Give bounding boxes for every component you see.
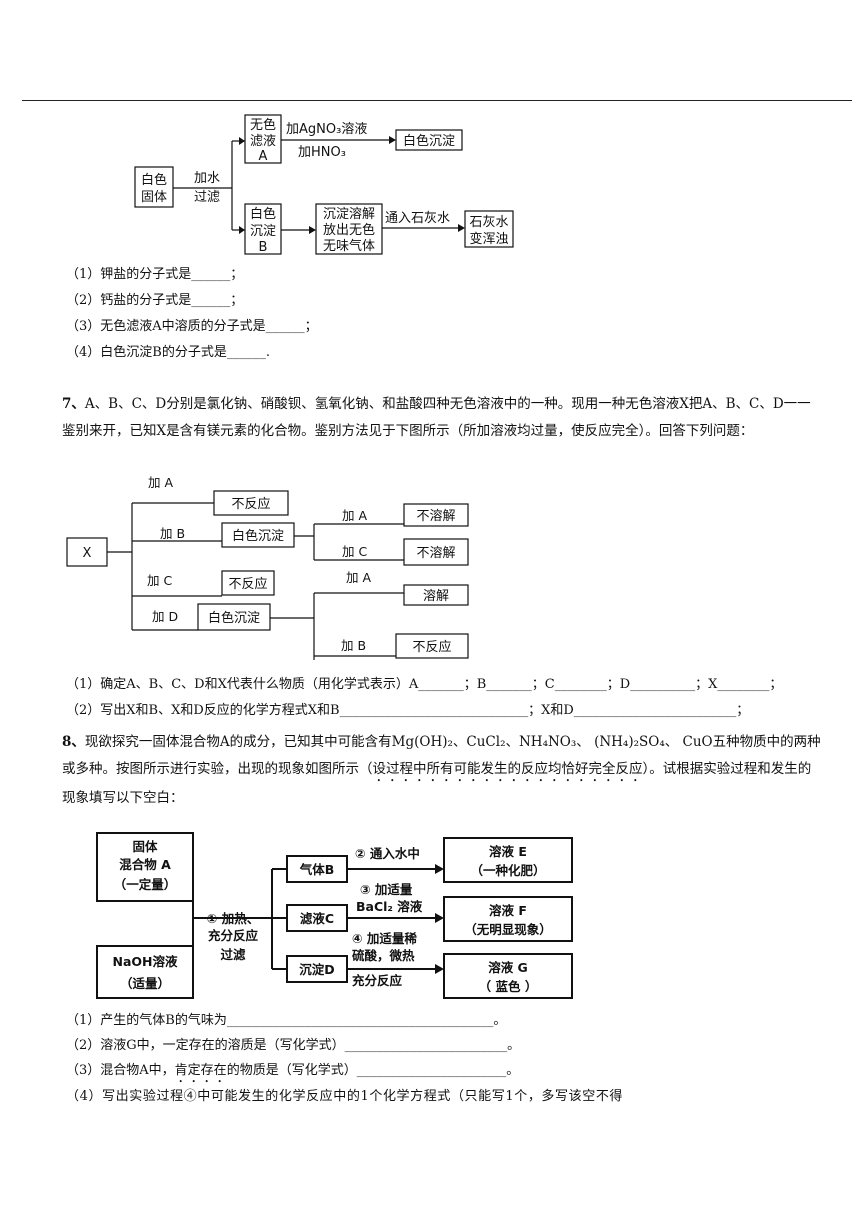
no-reaction-box-c	[221, 570, 275, 596]
white-solid-box	[134, 166, 174, 208]
precipitate-b-line3: B	[259, 240, 268, 255]
precipitate-b-line2: 沉淀	[250, 224, 276, 239]
q7-add-c-label: 加 C	[147, 573, 172, 588]
q7-add-b-label: 加 B	[160, 526, 185, 541]
q7-no-reaction-c: 不反应	[228, 576, 267, 592]
q7-item-2: （2）写出X和B、X和D反应的化学方程式X和B_________________…	[66, 703, 750, 718]
dissolve-line1: 沉淀溶解	[323, 207, 375, 222]
q7-number: 7、	[62, 396, 85, 412]
filtrate-c-label: 滤液C	[300, 911, 334, 926]
naoh-box-line2: （适量）	[120, 976, 170, 991]
white-solid-line1: 白色	[141, 172, 167, 188]
dissolves-box	[403, 584, 469, 606]
q8-item-1: （1）产生的气体B的气味为___________________________…	[66, 1013, 507, 1028]
insoluble-box-2	[403, 538, 469, 566]
q7-add-c-label-2: 加 C	[342, 544, 367, 559]
insoluble-box-1	[403, 503, 469, 527]
filtrate-a-line2: 滤液	[250, 134, 276, 149]
q8-item-2: （2）溶液G中，一定存在的溶质是（写化学式）__________________…	[66, 1038, 521, 1053]
q7-insoluble-2: 不溶解	[416, 546, 455, 561]
step1-line2: 充分反应	[208, 928, 259, 943]
q8-item-3-part1: （3）混合物A中，	[66, 1063, 175, 1078]
limewater-line1: 石灰水	[469, 215, 508, 230]
solution-g-line2: （ 蓝色 ）	[479, 979, 538, 994]
q7-stem-text: A、B、C、D分别是氯化钠、硝酸钡、氢氧化钠、和盐酸四种无色溶液中的一种。现用一…	[62, 396, 811, 439]
q7-add-b-label-2: 加 B	[341, 638, 366, 653]
q7-item-1: （1）确定A、B、C、D和X代表什么物质（用化学式表示）A_______；B__…	[66, 677, 783, 692]
pass-limewater-label: 通入石灰水	[385, 211, 450, 226]
solid-box-line2: 混合物 A	[119, 857, 171, 872]
step1-line1: ① 加热、	[207, 911, 259, 926]
step3-line2: BaCl₂ 溶液	[356, 899, 423, 914]
white-solid-line2: 固体	[141, 190, 167, 205]
dissolve-line3: 无味气体	[323, 238, 375, 254]
solution-f-box	[443, 896, 573, 942]
filtrate-a-box	[244, 114, 282, 164]
q7-dissolves: 溶解	[423, 589, 449, 604]
q7-white-precipitate-d: 白色沉淀	[208, 610, 260, 626]
step4-line1: ④ 加适量稀	[352, 931, 417, 946]
step4-line2: 硫酸，微热	[352, 948, 415, 963]
step4-line3: 充分反应	[352, 973, 403, 988]
naoh-box-line1: NaOH溶液	[113, 954, 178, 969]
solution-e-line2: （一种化肥）	[470, 863, 545, 878]
filter-label: 过滤	[194, 190, 220, 205]
no-reaction-box-2	[395, 633, 469, 659]
q8-item-3-part2: 的物质是（写化学式）_______________________。	[226, 1063, 520, 1078]
q8-item-3: （3）混合物A中，肯定存在的物质是（写化学式）_________________…	[66, 1062, 519, 1086]
q7-insoluble-1: 不溶解	[416, 509, 455, 524]
dissolve-box	[315, 203, 383, 255]
q6-item-3: （3）无色滤液A中溶质的分子式是______；	[66, 319, 318, 334]
reagent-top-label: 加AgNO₃溶液	[286, 122, 367, 137]
top-rule	[22, 100, 852, 101]
step2-label: ② 通入水中	[355, 846, 420, 861]
q7-stem: 7、A、B、C、D分别是氯化钠、硝酸钡、氢氧化钠、和盐酸四种无色溶液中的一种。现…	[62, 391, 822, 445]
q7-add-d-label: 加 D	[152, 609, 178, 624]
filtrate-a-line1: 无色	[250, 117, 276, 133]
q8-item-4: （4）写出实验过程④中可能发生的化学反应中的1个化学方程式（只能写1个，多写该空…	[66, 1089, 624, 1104]
precipitate-b-box	[244, 203, 282, 255]
q8-stem-text-2: ）。试根据实验过程和发生的现象填写以下空白：	[62, 761, 812, 806]
q6-item-1: （1）钾盐的分子式是______；	[66, 267, 244, 282]
filtrate-a-line3: A	[259, 149, 268, 164]
white-precipitate-box-b	[221, 522, 295, 548]
q6-item-2: （2）钙盐的分子式是______；	[66, 293, 244, 308]
white-precipitate-result-label: 白色沉淀	[403, 133, 455, 149]
solution-e-box	[443, 837, 573, 883]
solid-box-line1: 固体	[132, 839, 158, 854]
q8-stem-text-1: 现欲探究一固体混合物A的成分，已知其中可能含有Mg(OH)₂、CuCl₂、NH₄…	[62, 734, 821, 777]
precip-d-label: 沉淀D	[299, 962, 334, 977]
step1-line3: 过滤	[220, 947, 246, 962]
gas-b-label: 气体B	[299, 862, 335, 877]
q7-x-label: X	[83, 546, 92, 561]
q8-stem-emphasis: 设过程中所有可能发生的反应均恰好完全反应	[372, 761, 643, 777]
solution-f-line2: （无明显现象）	[464, 922, 552, 937]
limewater-line2: 变浑浊	[469, 231, 508, 247]
q7-add-a-label-1: 加 A	[148, 475, 173, 490]
q7-add-a-label-2: 加 A	[342, 508, 367, 523]
q8-number: 8、	[62, 734, 85, 750]
q7-add-a-label-3: 加 A	[346, 570, 371, 585]
solution-e-line1: 溶液 E	[489, 844, 527, 859]
solution-g-line1: 溶液 G	[488, 960, 528, 975]
q6-item-4: （4）白色沉淀B的分子式是______.	[66, 345, 270, 360]
solution-g-box	[443, 953, 573, 999]
q7-no-reaction-a: 不反应	[231, 496, 270, 512]
q8-item-3-emphasis: 肯定存在	[174, 1063, 227, 1078]
q7-white-precipitate-b: 白色沉淀	[232, 528, 284, 544]
q8-stem: 8、现欲探究一固体混合物A的成分，已知其中可能含有Mg(OH)₂、CuCl₂、N…	[62, 729, 822, 812]
precipitate-b-line1: 白色	[250, 206, 276, 222]
add-water-label: 加水	[194, 171, 220, 186]
q7-no-reaction-2: 不反应	[412, 639, 451, 655]
solution-f-line1: 溶液 F	[489, 903, 527, 918]
dissolve-line2: 放出无色	[323, 222, 375, 238]
reagent-bottom-label: 加HNO₃	[298, 145, 346, 160]
limewater-box	[464, 210, 514, 248]
step3-line1: ③ 加适量	[360, 882, 413, 897]
solid-box-line3: （一定量）	[114, 877, 177, 892]
white-precipitate-box-d	[197, 603, 271, 631]
